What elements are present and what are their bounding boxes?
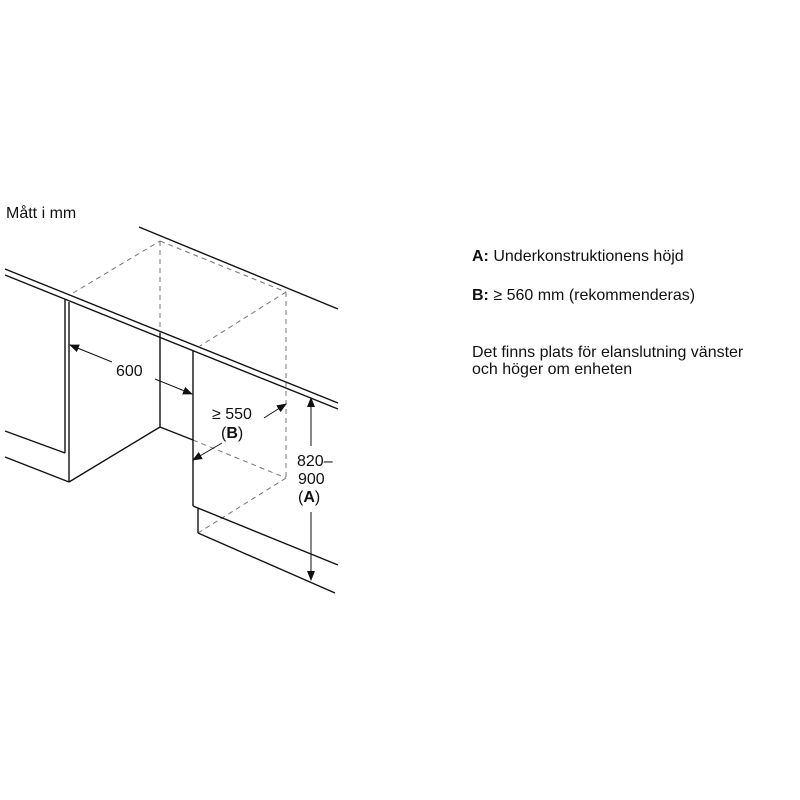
units-label: Mått i mm — [6, 205, 77, 222]
dimension-height: 820– 900 (A) — [297, 397, 333, 581]
dimension-depth: ≥ 550 (B) — [192, 403, 287, 461]
height-range-bottom: 900 — [298, 471, 325, 488]
legend-a-text: Underkonstruktionens höjd — [493, 248, 684, 265]
width-value: 600 — [116, 363, 143, 380]
depth-ref: (B) — [221, 425, 243, 442]
depth-ref-letter: B — [226, 425, 238, 442]
height-range-top: 820– — [297, 453, 333, 470]
depth-value: ≥ 550 — [212, 406, 252, 423]
note-line-1: Det finns plats för elanslutning vänster — [472, 344, 744, 361]
legend-a: A: Underkonstruktionens höjd — [472, 248, 684, 266]
legend-b-text: ≥ 560 mm (rekommenderas) — [493, 287, 696, 304]
dimension-width: 600 — [69, 344, 193, 395]
legend-b: B: ≥ 560 mm (rekommenderas) — [472, 287, 695, 305]
height-ref-letter: A — [303, 489, 315, 506]
legend-b-key: B: — [472, 287, 489, 304]
note-line-2: och höger om enheten — [472, 361, 633, 378]
legend-a-key: A: — [472, 248, 489, 265]
cabinets-and-worktop — [4, 226, 339, 594]
height-ref: (A) — [298, 489, 320, 506]
appliance-outline-dashed — [72, 240, 287, 534]
